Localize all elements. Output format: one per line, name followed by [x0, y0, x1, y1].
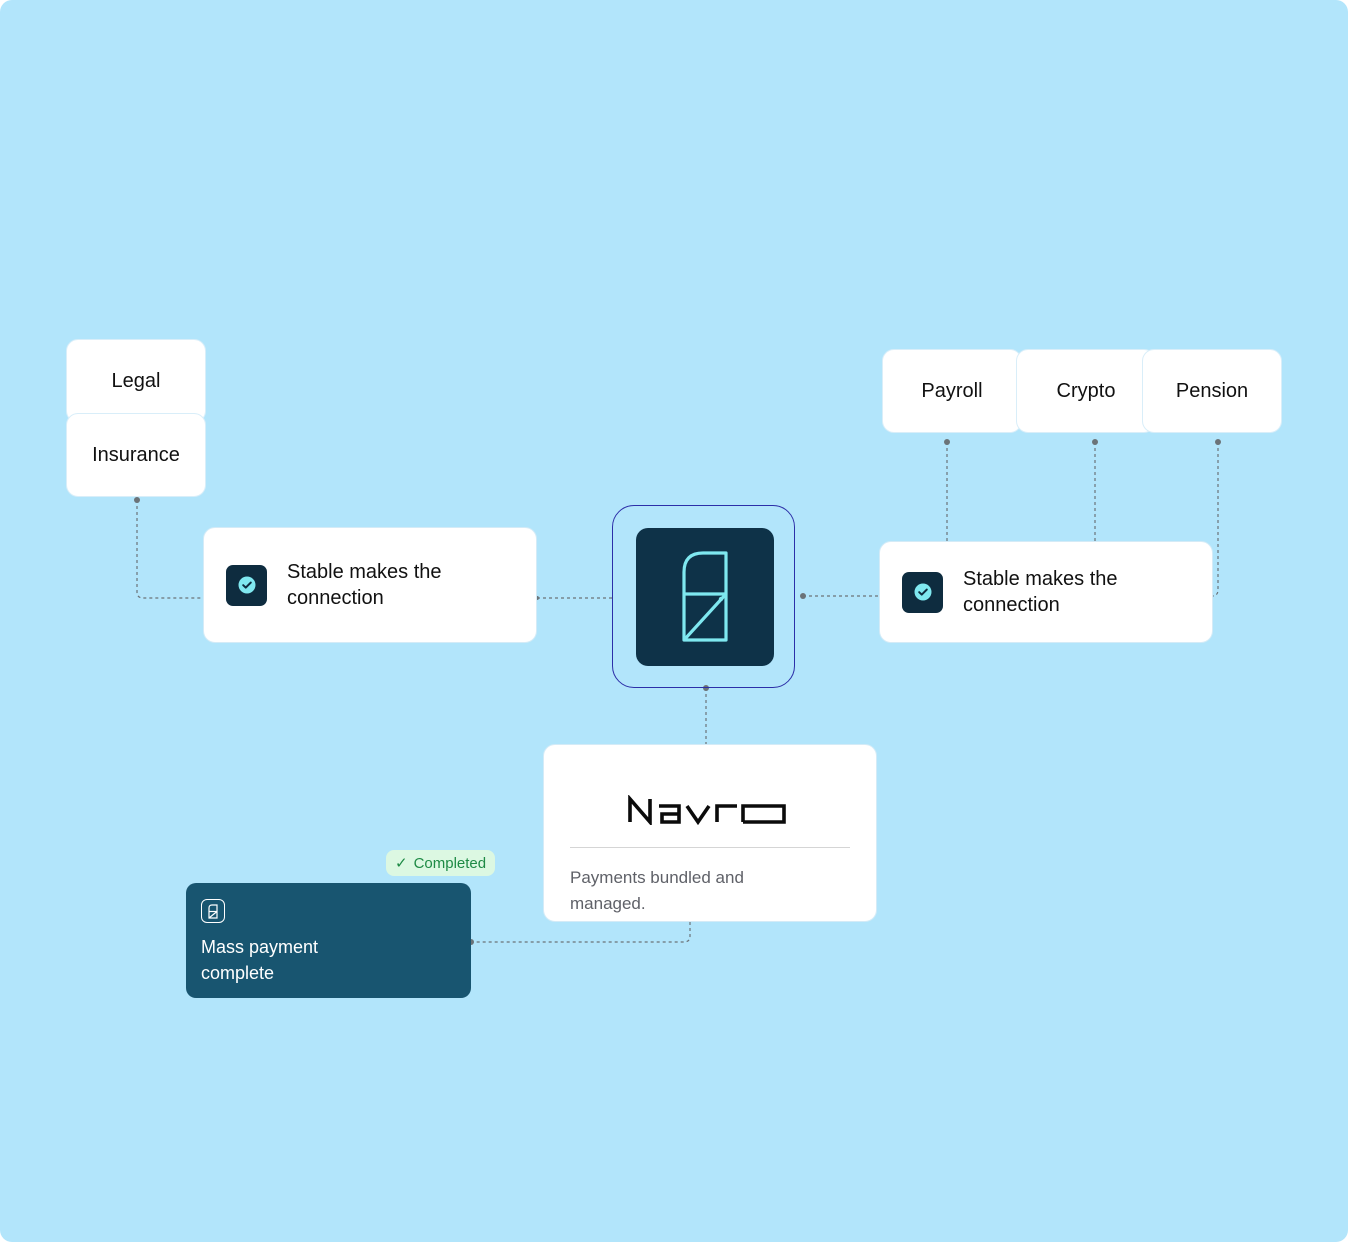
connection-text: Stable makes the connection: [963, 568, 1118, 616]
connection-card-right[interactable]: Stable makes the connection: [879, 541, 1213, 643]
category-crypto[interactable]: Crypto: [1016, 349, 1156, 433]
category-label: Crypto: [1056, 379, 1116, 402]
node-dot: [944, 439, 950, 445]
connection-card-left[interactable]: Stable makes the connection: [203, 527, 537, 643]
category-label: Payroll: [921, 379, 983, 402]
node-dot: [1092, 439, 1098, 445]
status-badge: ✓ Completed: [386, 850, 496, 876]
category-insurance[interactable]: Insurance: [66, 413, 206, 497]
node-dot: [134, 497, 140, 503]
category-label: Legal: [111, 369, 161, 392]
node-dot: [1215, 439, 1221, 445]
navro-description: Payments bundled and managed.: [570, 868, 744, 913]
mass-payment-card[interactable]: Mass payment complete: [186, 883, 471, 998]
stable-logo-icon: [682, 551, 728, 642]
check-circle-icon: [902, 571, 943, 613]
mass-payment-label: Mass payment complete: [201, 937, 319, 983]
category-label: Pension: [1175, 379, 1249, 402]
stable-logo-tile: [636, 528, 774, 666]
connector-navro-to-mass: [471, 922, 691, 943]
category-legal[interactable]: Legal: [66, 339, 206, 423]
check-circle-icon: [226, 564, 267, 606]
navro-card[interactable]: navro Payments bundled and managed.: [543, 744, 877, 922]
category-payroll[interactable]: Payroll: [882, 349, 1022, 433]
connection-text: Stable makes the connection: [287, 561, 442, 609]
category-pension[interactable]: Pension: [1142, 349, 1282, 433]
divider: [570, 847, 850, 848]
checkmark-icon: ✓: [395, 855, 408, 872]
category-label: Insurance: [92, 443, 180, 466]
node-dot: [800, 593, 806, 599]
connector-pension: [1211, 442, 1219, 597]
connector-insurance-to-left-card: [136, 500, 203, 599]
navro-logo: navro: [628, 795, 786, 825]
stable-hub[interactable]: [612, 505, 795, 688]
node-dot: [703, 685, 709, 691]
status-badge-label: Completed: [413, 854, 487, 872]
stable-logo-icon: [201, 899, 225, 923]
